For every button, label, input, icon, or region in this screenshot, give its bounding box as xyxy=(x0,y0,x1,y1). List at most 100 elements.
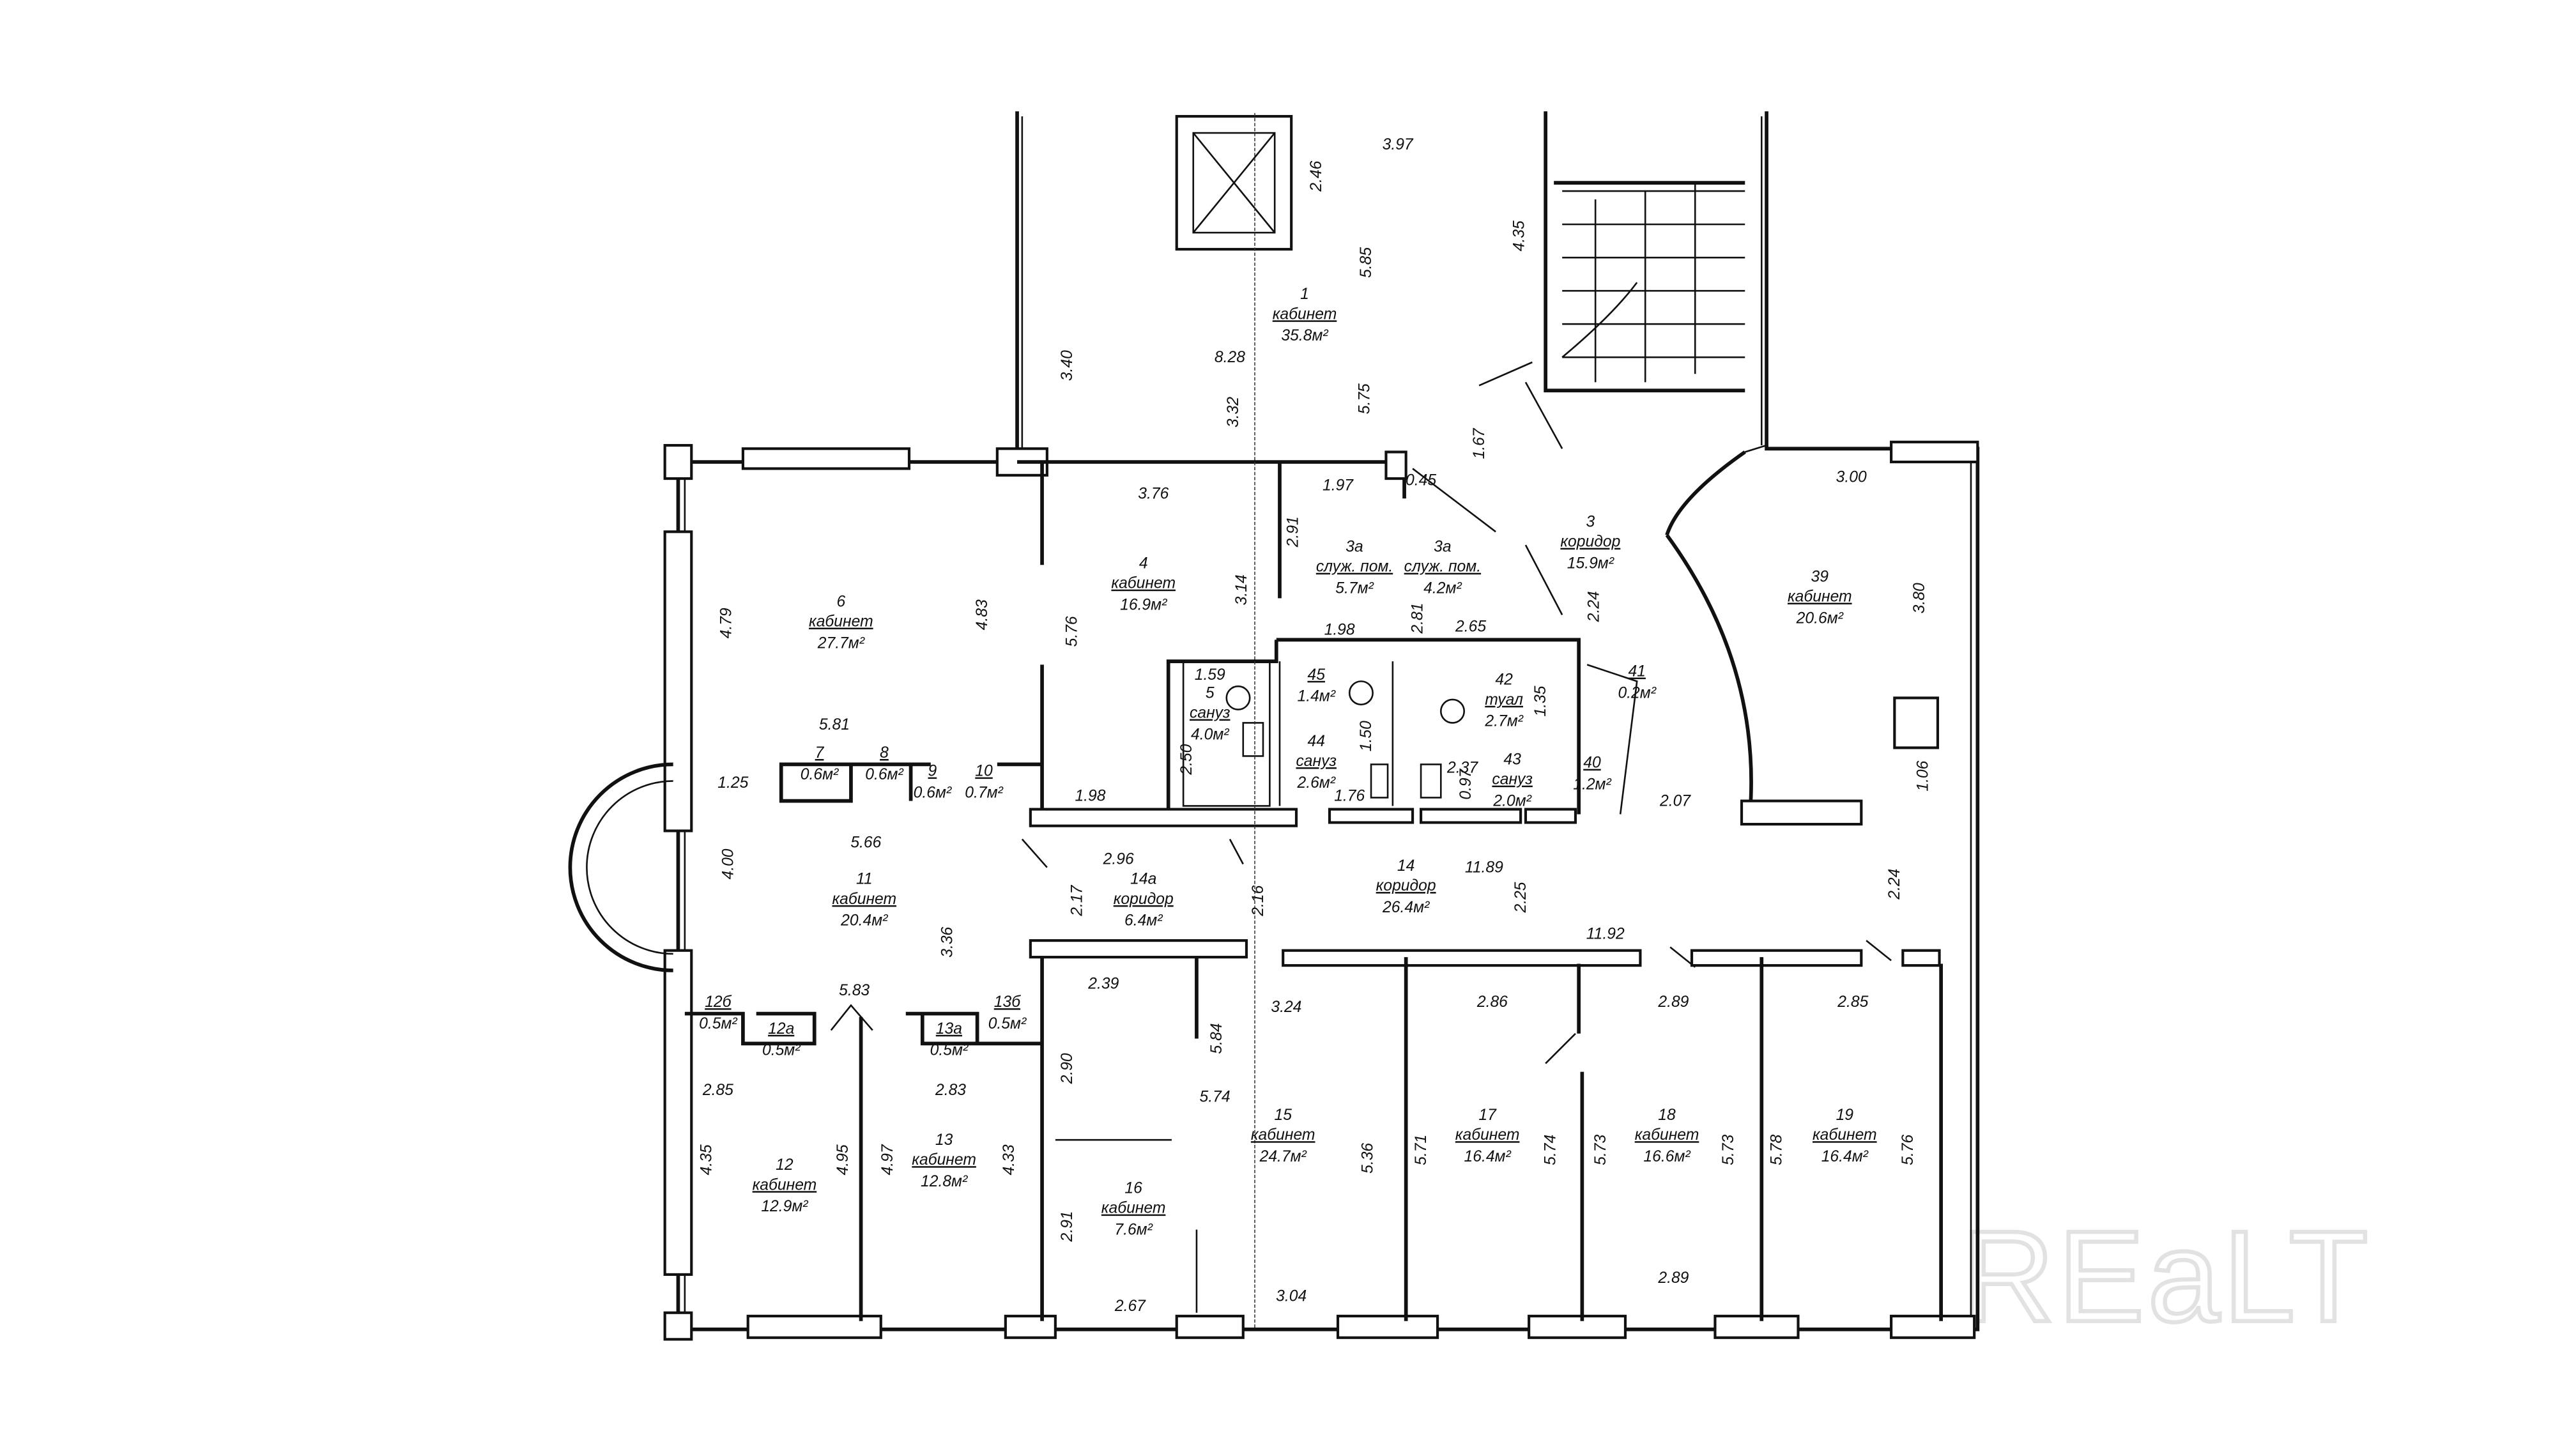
room-number: 8 xyxy=(880,744,889,762)
room-label: 12а 0.5м² xyxy=(762,1020,801,1059)
room-area: 0.5м² xyxy=(930,1042,969,1059)
room-number: 15 xyxy=(1274,1107,1292,1124)
dimension-label: 11.89 xyxy=(1465,859,1503,876)
dimension-label: 2.46 xyxy=(1308,160,1325,192)
dimension-label: 2.39 xyxy=(1087,976,1119,993)
room-area: 0.6м² xyxy=(914,784,952,801)
room-number: 17 xyxy=(1478,1107,1497,1124)
room-number: 42 xyxy=(1495,671,1513,689)
dimension-label: 1.98 xyxy=(1075,788,1105,805)
room-name: коридор xyxy=(1560,533,1620,551)
room-number: 19 xyxy=(1836,1107,1854,1124)
dimension-label: 2.89 xyxy=(1657,1269,1689,1287)
dimension-label: 4.35 xyxy=(698,1144,715,1175)
walls xyxy=(568,111,1980,1341)
dimension-label: 3.40 xyxy=(1059,350,1076,381)
room-name: кабинет xyxy=(1635,1126,1699,1144)
dimension-label: 2.81 xyxy=(1409,603,1427,634)
dimension-label: 1.98 xyxy=(1324,622,1355,639)
dimension-label: 5.76 xyxy=(1064,616,1081,647)
room-area: 0.5м² xyxy=(699,1015,737,1032)
dimension-label: 5.74 xyxy=(1200,1088,1230,1105)
dimension-label: 4.95 xyxy=(834,1144,852,1175)
dimension-label: 4.97 xyxy=(879,1144,896,1175)
dimension-label: 2.86 xyxy=(1476,993,1508,1011)
dimension-label: 0.97 xyxy=(1457,768,1475,799)
dimension-label: 1.35 xyxy=(1532,686,1549,716)
room-number: 7 xyxy=(815,744,825,762)
room-name: кабинет xyxy=(1813,1126,1877,1144)
room-number: 12а xyxy=(768,1020,794,1038)
room-area: 12.8м² xyxy=(921,1173,968,1190)
dimension-label: 5.36 xyxy=(1360,1143,1377,1174)
room-area: 16.4м² xyxy=(1464,1148,1512,1165)
room-number: 14а xyxy=(1130,871,1156,888)
room-area: 16.9м² xyxy=(1120,597,1167,614)
dimension-label: 2.91 xyxy=(1059,1211,1076,1242)
room-area: 0.5м² xyxy=(762,1042,801,1059)
dimension-label: 3.76 xyxy=(1138,485,1169,502)
room-area: 15.9м² xyxy=(1567,555,1614,572)
room-number: 13а xyxy=(936,1020,962,1038)
dimension-label: 2.24 xyxy=(1886,869,1903,900)
room-area: 27.7м² xyxy=(817,634,865,652)
room-name: сануз xyxy=(1190,705,1230,722)
dimension-label: 5.78 xyxy=(1768,1135,1785,1165)
dimension-label: 2.24 xyxy=(1585,591,1602,622)
room-name: кабинет xyxy=(832,891,896,908)
room-area: 6.4м² xyxy=(1124,912,1163,930)
dimension-label: 11.92 xyxy=(1586,926,1625,943)
dimension-label: 5.73 xyxy=(1720,1135,1737,1165)
dimension-label: 4.83 xyxy=(974,599,991,630)
dimension-label: 1.50 xyxy=(1358,721,1375,751)
room-area: 0.6м² xyxy=(801,766,839,783)
dimension-label: 2.85 xyxy=(1837,993,1868,1011)
room-number: 44 xyxy=(1307,733,1324,750)
dimension-label: 0.45 xyxy=(1406,471,1436,489)
dimension-label: 3.32 xyxy=(1225,397,1242,427)
room-area: 7.6м² xyxy=(1114,1221,1153,1238)
dimension-label: 2.83 xyxy=(935,1082,966,1099)
room-area: 0.7м² xyxy=(965,784,1003,801)
room-name: кабинет xyxy=(1251,1126,1315,1144)
room-number: 14 xyxy=(1397,857,1414,875)
room-name: кабинет xyxy=(1273,305,1337,323)
room-name: служ. пом. xyxy=(1316,558,1393,576)
room-name: кабинет xyxy=(1101,1200,1166,1217)
dimension-label: 4.00 xyxy=(719,848,737,879)
room-area: 12.9м² xyxy=(761,1198,808,1215)
dimension-label: 8.28 xyxy=(1215,349,1245,366)
room-area: 35.8м² xyxy=(1281,327,1328,344)
room-name: коридор xyxy=(1376,877,1436,894)
dimension-label: 4.35 xyxy=(1510,220,1528,251)
room-name: сануз xyxy=(1492,771,1532,788)
dimension-label: 5.85 xyxy=(1358,247,1375,278)
dimension-label: 5.83 xyxy=(839,982,870,999)
room-area: 0.5м² xyxy=(988,1015,1027,1032)
dimension-label: 3.80 xyxy=(1911,583,1928,613)
room-name: туал xyxy=(1485,691,1523,709)
room-area: 1.4м² xyxy=(1297,688,1335,705)
realt-watermark: REaLT xyxy=(1961,1204,2371,1349)
room-name: кабинет xyxy=(1455,1126,1520,1144)
dimension-label: 1.25 xyxy=(717,774,748,792)
room-number: 43 xyxy=(1503,751,1521,768)
dimension-label: 1.06 xyxy=(1914,760,1931,791)
room-name: кабинет xyxy=(809,613,873,631)
dimension-label: 3.24 xyxy=(1271,999,1301,1016)
room-name: служ. пом. xyxy=(1404,558,1481,576)
dimension-label: 5.71 xyxy=(1413,1135,1430,1165)
dimension-label: 5.74 xyxy=(1542,1135,1560,1165)
room-name: коридор xyxy=(1114,891,1174,908)
room-name: сануз xyxy=(1296,753,1336,770)
dimension-label: 2.85 xyxy=(702,1082,733,1099)
